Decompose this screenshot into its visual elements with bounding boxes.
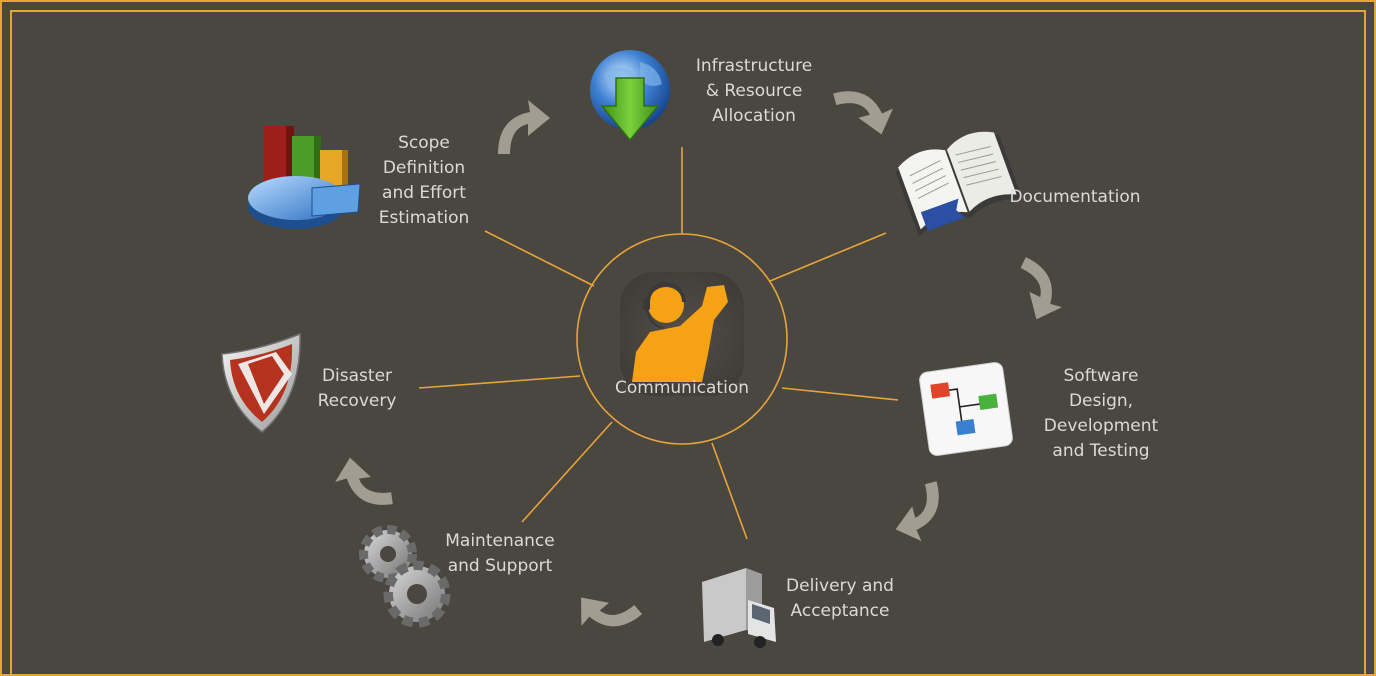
stage-label-infrastructure: Infrastructure & Resource Allocation — [695, 56, 813, 126]
support-agent-icon — [632, 282, 728, 382]
open-book-icon — [895, 131, 1023, 237]
delivery-truck-icon — [702, 568, 776, 648]
cycle-arrow-4 — [895, 481, 939, 542]
stage-label-software: Software Design, Development and Testing — [1043, 366, 1159, 461]
gears-icon — [359, 525, 451, 628]
spoke-scope — [484, 230, 595, 287]
spoke-software — [781, 387, 899, 401]
cycle-arrow-5 — [581, 597, 643, 627]
stage-label-delivery: Delivery and Acceptance — [786, 576, 894, 621]
spoke-delivery — [711, 442, 748, 540]
cycle-arrow-2 — [833, 91, 894, 135]
spokes — [418, 147, 899, 540]
cycle-arrow-3 — [1020, 257, 1062, 320]
spoke-documentation — [769, 232, 887, 282]
stage-label-maintenance: Maintenance and Support — [445, 531, 555, 576]
shield-icon — [221, 332, 301, 433]
stage-label-disaster: Disaster Recovery — [317, 366, 397, 411]
pie-bar-chart-icon — [248, 126, 361, 229]
flowchart-icon — [919, 362, 1013, 456]
cycle-arrow-6 — [335, 457, 393, 505]
stage-label-scope: Scope Definition and Effort Estimation — [378, 133, 470, 228]
cycle-arrow-1 — [498, 100, 550, 154]
stage-label-documentation: Documentation — [1009, 187, 1141, 207]
spoke-maintenance — [521, 421, 613, 523]
spoke-disaster — [418, 375, 581, 389]
hub-circle — [576, 233, 788, 445]
hub-label: Communication — [615, 378, 749, 398]
cycle-arrows — [335, 91, 1062, 627]
globe-download-icon — [590, 50, 670, 142]
